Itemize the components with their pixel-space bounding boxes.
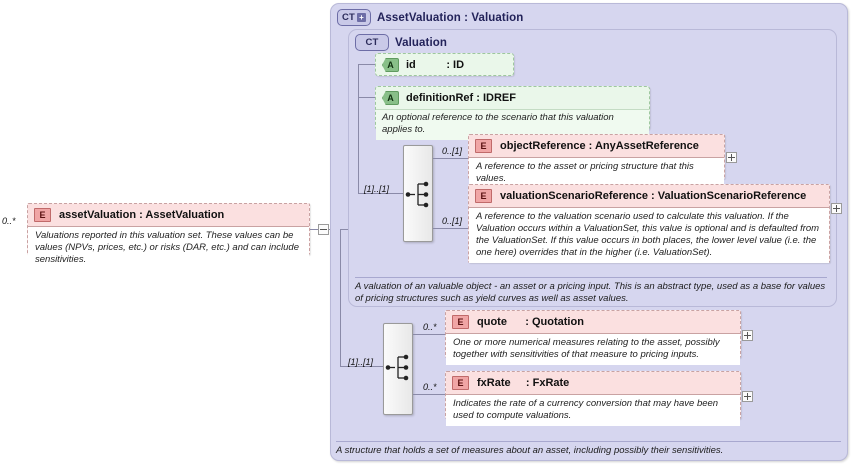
element-header-assetValuation: E assetValuation : AssetValuation — [28, 204, 309, 226]
element-label-assetValuation: assetValuation : AssetValuation — [59, 209, 225, 221]
attribute-icon: A — [382, 91, 399, 105]
element-doc-quote: One or more numerical measures relating … — [446, 333, 740, 365]
element-doc-fxRate: Indicates the rate of a currency convers… — [446, 394, 740, 426]
element-box-valuationScenarioReference[interactable]: E valuationScenarioReference : Valuation… — [468, 184, 830, 263]
sequence-lower-cardinality: [1]..[1] — [348, 357, 374, 367]
expand-plus-icon[interactable]: + — [357, 13, 367, 22]
attribute-label-id: id : ID — [406, 59, 465, 71]
inner-container-header: CT Valuation — [355, 34, 447, 51]
connector-spine-inner — [358, 64, 359, 194]
element-icon: E — [475, 139, 492, 153]
element-doc-assetValuation: Valuations reported in this valuation se… — [28, 226, 309, 270]
element-doc-valuationScenarioReference: A reference to the valuation scenario us… — [469, 207, 829, 263]
element-header-fxRate: E fxRate : FxRate — [446, 372, 740, 394]
element-header-quote: E quote : Quotation — [446, 311, 740, 333]
collapse-toggle-assetValuation[interactable] — [318, 224, 329, 235]
element-box-quote[interactable]: E quote : Quotation One or more numerica… — [445, 310, 741, 365]
expand-toggle-fxRate[interactable] — [742, 391, 753, 402]
connector-outer-to-inner — [340, 229, 348, 230]
attribute-box-definitionRef[interactable]: A definitionRef : IDREF An optional refe… — [375, 86, 650, 140]
ct-badge-text: CT — [341, 12, 356, 23]
inner-container-documentation: A valuation of an valuable object - an a… — [355, 277, 827, 305]
connector-outer-to-sequence-lower — [340, 366, 383, 367]
element-icon: E — [475, 189, 492, 203]
complex-type-badge-inner[interactable]: CT — [355, 34, 389, 51]
plus-icon-v — [731, 154, 732, 161]
plus-icon-v — [747, 332, 748, 339]
ct-badge-text-inner: CT — [365, 37, 379, 48]
quote-cardinality: 0..* — [423, 322, 437, 332]
element-box-assetValuation[interactable]: E assetValuation : AssetValuation Valuat… — [27, 203, 310, 270]
complex-type-badge-outer[interactable]: CT+ — [337, 9, 371, 26]
element-icon: E — [452, 315, 469, 329]
fxRate-cardinality: 0..* — [423, 382, 437, 392]
element-label-fxRate: fxRate : FxRate — [477, 377, 570, 389]
element-header-objectReference: E objectReference : AnyAssetReference — [469, 135, 724, 157]
connector-sequence-to-quote — [413, 334, 445, 335]
attribute-box-id[interactable]: A id : ID — [375, 53, 514, 76]
expand-toggle-valuationScenarioReference[interactable] — [831, 203, 842, 214]
attribute-label-definitionRef: definitionRef : IDREF — [406, 92, 516, 104]
connector-root-to-toggle — [310, 229, 318, 230]
element-label-quote: quote : Quotation — [477, 316, 584, 328]
expand-toggle-objectReference[interactable] — [726, 152, 737, 163]
connector-spine-outer — [340, 229, 341, 366]
inner-container-title: Valuation — [395, 36, 448, 49]
outer-container-header: CT+ AssetValuation : Valuation — [337, 9, 523, 26]
valuationScenarioReference-cardinality: 0..[1] — [442, 216, 463, 226]
connector-sequence-to-valuationScenarioReference — [433, 228, 468, 229]
sequence-compositor-upper[interactable] — [403, 145, 433, 242]
element-doc-objectReference: A reference to the asset or pricing stru… — [469, 157, 724, 189]
minus-icon — [320, 229, 327, 230]
outer-container-title: AssetValuation : Valuation — [377, 11, 524, 24]
plus-icon-v — [836, 205, 837, 212]
sequence-icon — [385, 354, 409, 381]
objectReference-cardinality: 0..[1] — [442, 146, 463, 156]
root-cardinality: 0..* — [2, 216, 16, 226]
element-box-objectReference[interactable]: E objectReference : AnyAssetReference A … — [468, 134, 725, 189]
sequence-compositor-lower[interactable] — [383, 323, 413, 415]
expand-toggle-quote[interactable] — [742, 330, 753, 341]
element-label-objectReference: objectReference : AnyAssetReference — [500, 140, 699, 152]
attribute-header-id: A id : ID — [376, 54, 513, 76]
element-label-valuationScenarioReference: valuationScenarioReference : ValuationSc… — [500, 190, 807, 202]
plus-icon-v — [747, 393, 748, 400]
element-icon: E — [452, 376, 469, 390]
connector-to-id — [358, 64, 375, 65]
attribute-icon: A — [382, 58, 399, 72]
attribute-header-definitionRef: A definitionRef : IDREF — [376, 87, 649, 109]
element-box-fxRate[interactable]: E fxRate : FxRate Indicates the rate of … — [445, 371, 741, 426]
element-icon: E — [34, 208, 51, 222]
connector-to-definitionRef — [358, 97, 375, 98]
connector-to-sequence-upper — [358, 193, 404, 194]
element-header-valuationScenarioReference: E valuationScenarioReference : Valuation… — [469, 185, 829, 207]
sequence-icon — [405, 181, 429, 208]
sequence-upper-cardinality: [1]..[1] — [364, 184, 390, 194]
outer-container-documentation: A structure that holds a set of measures… — [336, 441, 841, 457]
connector-sequence-to-objectReference — [433, 158, 468, 159]
connector-sequence-to-fxRate — [413, 394, 445, 395]
